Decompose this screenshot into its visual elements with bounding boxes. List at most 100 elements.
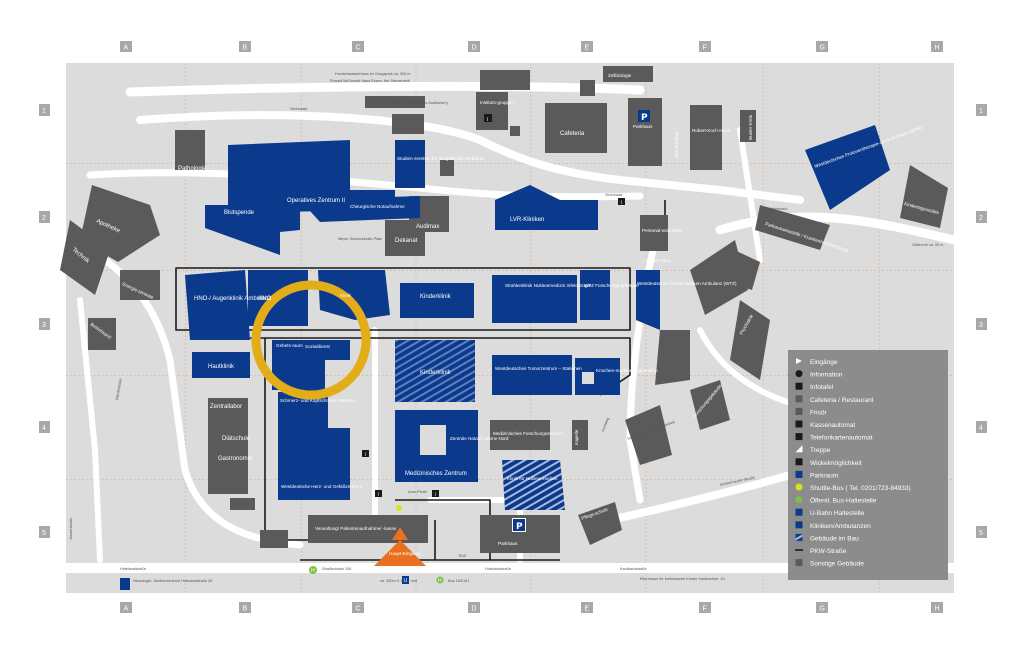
legend-item-label: Parkraum <box>810 472 838 479</box>
legend-item-label: Shuttle-Bus ( Tel. 0201/723-84933) <box>810 485 911 492</box>
legend-item-label: Frisör <box>810 409 827 416</box>
svg-text:A: A <box>124 45 129 52</box>
road-kreis <box>737 127 763 263</box>
legend-item-label: Kliniken/Ambulanzen <box>810 523 871 530</box>
svg-text:B: B <box>243 45 248 52</box>
label-strassenbahn: Straßenbahn 106 <box>322 567 351 571</box>
label-zentrale-notaufnahme: Zentrale Notauf-nahme Nord <box>450 436 509 441</box>
grid-col-label: D <box>468 41 480 52</box>
svg-text:D: D <box>472 45 477 52</box>
legend-item-label: Treppe <box>810 447 831 454</box>
label-virchow-top: Virchowstr. <box>290 107 309 111</box>
legend-item: Eingänge <box>796 358 838 366</box>
label-zellbiologie: Zellbiologie <box>608 73 632 78</box>
building-knochenmark <box>575 358 620 395</box>
parking-icon: P <box>638 110 650 123</box>
building-chir-notaufnahme <box>300 196 420 222</box>
svg-text:i: i <box>621 200 622 206</box>
label-kopfschmerz: Schmerz- und Kopfschmerz-zentrum <box>280 398 355 403</box>
cafeteria-icon <box>795 395 803 403</box>
building-personalwohnheim <box>640 215 668 251</box>
svg-text:2: 2 <box>42 215 46 222</box>
road-virchow-mid <box>86 169 644 201</box>
svg-text:i: i <box>378 492 379 498</box>
label-audimax: Audimax <box>416 224 439 230</box>
building-operatives <box>228 140 395 212</box>
label-klinik-nuklear: Klinik für Nuklearmedizin <box>507 476 558 481</box>
legend-item-label: Öffentl. Bus-Haltestelle <box>810 497 877 505</box>
legend-item-label: Cafeteria / Restaurant <box>810 397 874 404</box>
legend-item-label: U-Bahn Haltestelle <box>810 510 865 517</box>
legend-item: Treppe <box>795 445 831 454</box>
label-johannesstr: Jenaerstraße <box>69 518 73 540</box>
svg-text:G: G <box>820 606 825 613</box>
building-parkausweis <box>755 205 830 250</box>
legend-item: Infotafel <box>795 382 834 391</box>
label-med-forschung: Medizinisches Forschungszentrum <box>493 431 564 436</box>
svg-text:4: 4 <box>42 425 46 432</box>
building-psych <box>730 300 770 380</box>
building-klinik-small <box>318 270 390 320</box>
label-meyer-platz: Meyer-Schwickerath-Platz <box>338 237 382 241</box>
label-gaertnerei: Gärtnerei ca. 50 m <box>912 243 943 247</box>
other-swatch-icon <box>795 559 803 567</box>
label-ronald: Ronald McDonald Haus Essen, Am Sternenze… <box>330 79 411 83</box>
building-verwaltung <box>308 515 428 543</box>
legend-item: U-Bahn Haltestelle <box>795 508 865 517</box>
label-verwaltung: Verwaltung/ Patientenaufnahme/ -kasse <box>315 526 397 531</box>
building-zellbiologie <box>603 66 653 82</box>
main-entrance[interactable]: Haupt-Eingang <box>374 527 426 566</box>
legend-item: PKW-Straße <box>795 548 847 555</box>
highlight-ring <box>251 280 371 400</box>
building-parkhaus-top <box>628 98 662 166</box>
grid-col-label: E <box>581 602 593 613</box>
bus-stop-icon: H <box>436 576 444 584</box>
label-hufeland-mid: Hufelandstraße <box>485 567 511 571</box>
label-strahlenklinik: Strahlenklinik Nuklearmedizin Infektiolo… <box>505 283 591 288</box>
legend-item: Gebäude im Bau <box>795 533 859 542</box>
building-institutsgruppe <box>476 92 508 130</box>
svg-text:i: i <box>487 117 488 123</box>
legend-item: Parkraum <box>795 470 838 479</box>
label-hohlweg: Hohlweg <box>601 417 610 432</box>
svg-text:U: U <box>404 578 408 584</box>
legend-item-label: Gebäude im Bau <box>810 535 859 542</box>
grid-col-label: F <box>699 41 711 52</box>
svg-text:3: 3 <box>979 322 983 329</box>
svg-text:F: F <box>703 606 707 613</box>
info-icon: i <box>618 198 625 206</box>
label-auto-pforte: Auto-Pforte <box>408 490 427 494</box>
label-ubahn: ca. 300m U 11/17 und <box>380 579 417 583</box>
grid-row-label: 1 <box>976 104 987 116</box>
label-personalwohnheim: Personal-wohnheim <box>642 228 683 233</box>
frisoer-icon <box>795 407 803 415</box>
clinic-swatch-icon <box>795 521 803 529</box>
svg-text:G: G <box>820 45 825 52</box>
svg-text:i: i <box>365 452 366 458</box>
svg-text:D: D <box>472 606 477 613</box>
grid-col-label: B <box>239 41 251 52</box>
svg-text:1: 1 <box>42 108 46 115</box>
wickel-icon <box>795 458 803 466</box>
building-studienzentrum <box>395 140 425 188</box>
road-virchow-top <box>136 111 804 204</box>
shuttle-icon <box>396 505 402 511</box>
info-icon: i <box>375 490 382 498</box>
label-operatives: Operatives Zentrum II <box>287 198 345 204</box>
building-buster-kreis <box>740 110 756 142</box>
label-lehr-lern: Lehr- und Lernzentrum (Deichmann-Auditor… <box>367 101 449 105</box>
legend-item-label: Eingänge <box>810 359 838 366</box>
grid-col-label: D <box>468 602 480 613</box>
svg-text:B: B <box>243 606 248 613</box>
treppe-icon <box>795 445 803 453</box>
legend-item: Frisör <box>795 407 827 416</box>
legend-item: Wickelmöglichkeit <box>795 458 862 467</box>
label-buster-kreis: Buster Kreis <box>748 114 753 140</box>
svg-text:E: E <box>585 606 590 613</box>
parking-icon <box>795 470 803 478</box>
legend-item-label: Telefonkartenautomat <box>810 435 873 442</box>
legend-item: Information <box>795 370 843 379</box>
svg-text:A: A <box>124 606 129 613</box>
building-nachsorge <box>625 405 672 465</box>
